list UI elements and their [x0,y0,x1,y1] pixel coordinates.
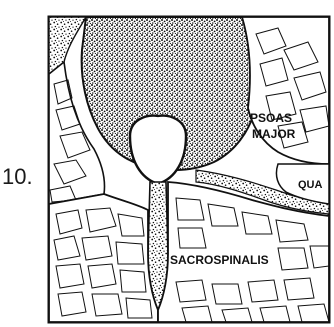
cross-section-drawing: PSOAS MAJOR QUA SACROSPINALIS [46,14,332,325]
psoas-label-line1: PSOAS [250,111,292,125]
psoas-label-line2: MAJOR [252,127,296,141]
sacrospinalis-label: SACROSPINALIS [170,253,269,267]
figure-number: 10. [2,166,33,188]
quadratus-label: QUA [298,179,323,191]
anatomical-cross-section-plate: PSOAS MAJOR QUA SACROSPINALIS [46,14,332,325]
left-sacrospinalis-muscle [49,194,158,322]
